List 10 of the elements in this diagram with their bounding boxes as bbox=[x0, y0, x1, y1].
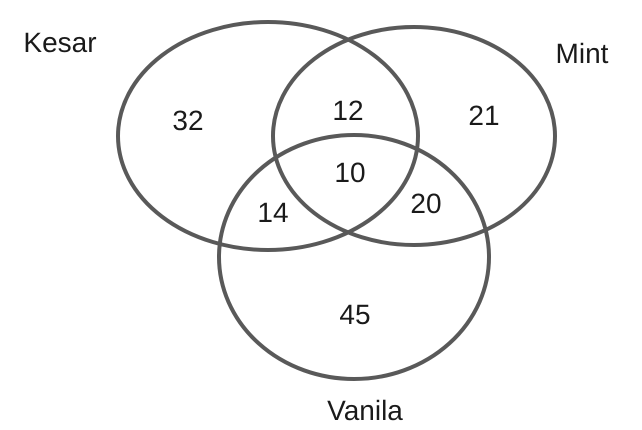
region-count: 20 bbox=[410, 190, 442, 218]
region-count: 14 bbox=[257, 199, 289, 227]
region-count: 32 bbox=[172, 107, 204, 135]
region-count: 12 bbox=[332, 97, 364, 125]
set-label: Vanila bbox=[327, 397, 403, 425]
set-label: Kesar bbox=[23, 29, 97, 57]
region-count: 21 bbox=[468, 102, 500, 130]
region-count: 45 bbox=[339, 301, 371, 329]
region-count: 10 bbox=[334, 159, 366, 187]
set-label: Mint bbox=[556, 40, 608, 68]
